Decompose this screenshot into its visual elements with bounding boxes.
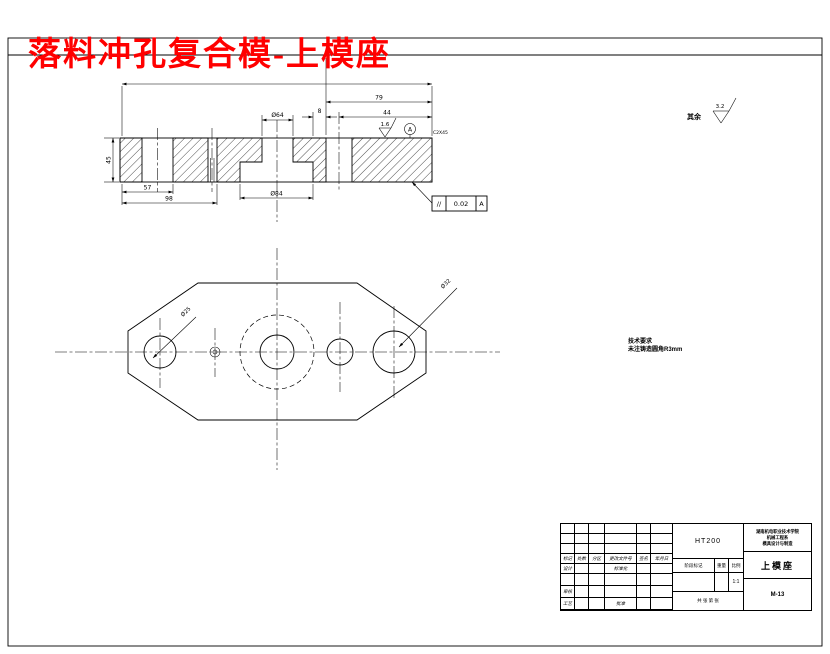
center-counterbore-hidden bbox=[239, 314, 315, 390]
hatch-region bbox=[119, 137, 143, 183]
title-block-right: 湖南机电职业技术学院 机械工程系 模具设计与制造 上模座 M-13 bbox=[743, 524, 811, 610]
dim-bore-top: Ø64 bbox=[271, 112, 284, 119]
tolerance-datum: A bbox=[479, 200, 484, 208]
datum-letter: A bbox=[408, 127, 413, 134]
section-view: 79 44 8 Ø64 45 57 98 Ø84 C2X45 1.6 A bbox=[104, 58, 488, 222]
label-stage: 阶段标记 bbox=[673, 559, 715, 573]
roughness-icon: 1.6 bbox=[378, 117, 397, 138]
dimension-lines bbox=[111, 82, 432, 205]
label-scale: 比例 bbox=[729, 559, 743, 573]
dim-bore-bottom: Ø84 bbox=[270, 191, 283, 198]
pin-hole-inner bbox=[212, 349, 218, 355]
rest-roughness-value: 3.2 bbox=[716, 104, 725, 110]
label-date: 年月日 bbox=[651, 554, 673, 564]
label-design: 设计 bbox=[561, 564, 575, 574]
pin-hole bbox=[209, 346, 221, 358]
hatch-region bbox=[216, 137, 263, 183]
rest-label: 其余 bbox=[687, 112, 702, 121]
center-hole bbox=[259, 334, 295, 370]
middle-hole bbox=[326, 338, 354, 366]
chamfer-note: C2X45 bbox=[433, 130, 448, 136]
dim-height: 45 bbox=[106, 156, 113, 164]
org-line2: 机械工程系 bbox=[766, 534, 789, 540]
org-line1: 湖南机电职业技术学院 bbox=[756, 528, 799, 534]
label-mark: 标记 bbox=[561, 554, 575, 564]
label-approve: 批准 bbox=[605, 598, 637, 610]
label-change-doc: 更改文件号 bbox=[605, 554, 637, 564]
extension-lines bbox=[104, 58, 433, 205]
label-check: 审核 bbox=[561, 586, 575, 598]
hatch-region bbox=[292, 137, 327, 183]
tolerance-symbol: // bbox=[437, 200, 442, 208]
dim-bottom-left: 57 bbox=[144, 185, 152, 192]
label-weight: 重量 bbox=[715, 559, 729, 573]
dim-top-inner: 44 bbox=[383, 110, 391, 117]
technical-notes-heading: 技术要求 bbox=[628, 339, 653, 345]
weight-value bbox=[715, 573, 729, 592]
sheet-count: 共 张 第 张 bbox=[697, 598, 719, 603]
dim-bottom-span: 98 bbox=[165, 196, 173, 203]
stage-value bbox=[673, 573, 715, 592]
org-line3: 模具设计与制造 bbox=[762, 540, 793, 546]
sheet-frame bbox=[7, 37, 823, 647]
scale-value: 1:1 bbox=[729, 573, 743, 592]
dim-top-span: 79 bbox=[375, 95, 383, 102]
organization: 湖南机电职业技术学院 机械工程系 模具设计与制造 bbox=[744, 524, 811, 552]
label-signature: 签名 bbox=[637, 554, 651, 564]
revision-grid: 标记 处数 分区 更改文件号 签名 年月日 设计 标准化 审核 工艺 批准 bbox=[561, 524, 673, 610]
label-count: 处数 bbox=[575, 554, 589, 564]
guide-hole-left bbox=[143, 335, 177, 369]
title-block: 标记 处数 分区 更改文件号 签名 年月日 设计 标准化 审核 工艺 批准 HT… bbox=[560, 523, 812, 611]
plan-outline bbox=[127, 282, 427, 421]
leader-right bbox=[398, 287, 458, 348]
datum-icon: A bbox=[404, 123, 416, 139]
page-title: 落料冲孔复合模-上模座 bbox=[28, 37, 391, 73]
callout-right: Ø32 bbox=[439, 277, 452, 290]
label-standardize: 标准化 bbox=[605, 564, 637, 574]
callout-left: Ø25 bbox=[179, 305, 192, 318]
roughness-value: 1.6 bbox=[381, 122, 390, 128]
technical-notes: 技术要求 未注铸造圆角R3mm bbox=[628, 338, 682, 354]
roughness-rest-icon: 3.2 bbox=[712, 97, 737, 124]
leader-left bbox=[152, 316, 197, 359]
dim-gap: 8 bbox=[318, 108, 322, 115]
technical-notes-line: 未注铸造圆角R3mm bbox=[628, 347, 683, 353]
hatch-region bbox=[172, 137, 209, 183]
tolerance-frame: // 0.02 A bbox=[411, 181, 488, 212]
part-name: 上模座 bbox=[744, 552, 811, 579]
hatch-region bbox=[351, 137, 433, 183]
tolerance-value: 0.02 bbox=[454, 200, 468, 208]
title-block-center: HT200 阶段标记 重量 比例 1:1 共 张 第 张 bbox=[673, 524, 743, 610]
guide-hole-right bbox=[372, 330, 416, 374]
drawing-number: M-13 bbox=[770, 591, 785, 598]
surface-finish-note: 其余 3.2 bbox=[687, 97, 737, 124]
label-process: 工艺 bbox=[561, 598, 575, 610]
plan-view: Ø25 Ø32 bbox=[55, 248, 500, 470]
material-value: HT200 bbox=[673, 524, 743, 559]
label-zone: 分区 bbox=[589, 554, 605, 564]
